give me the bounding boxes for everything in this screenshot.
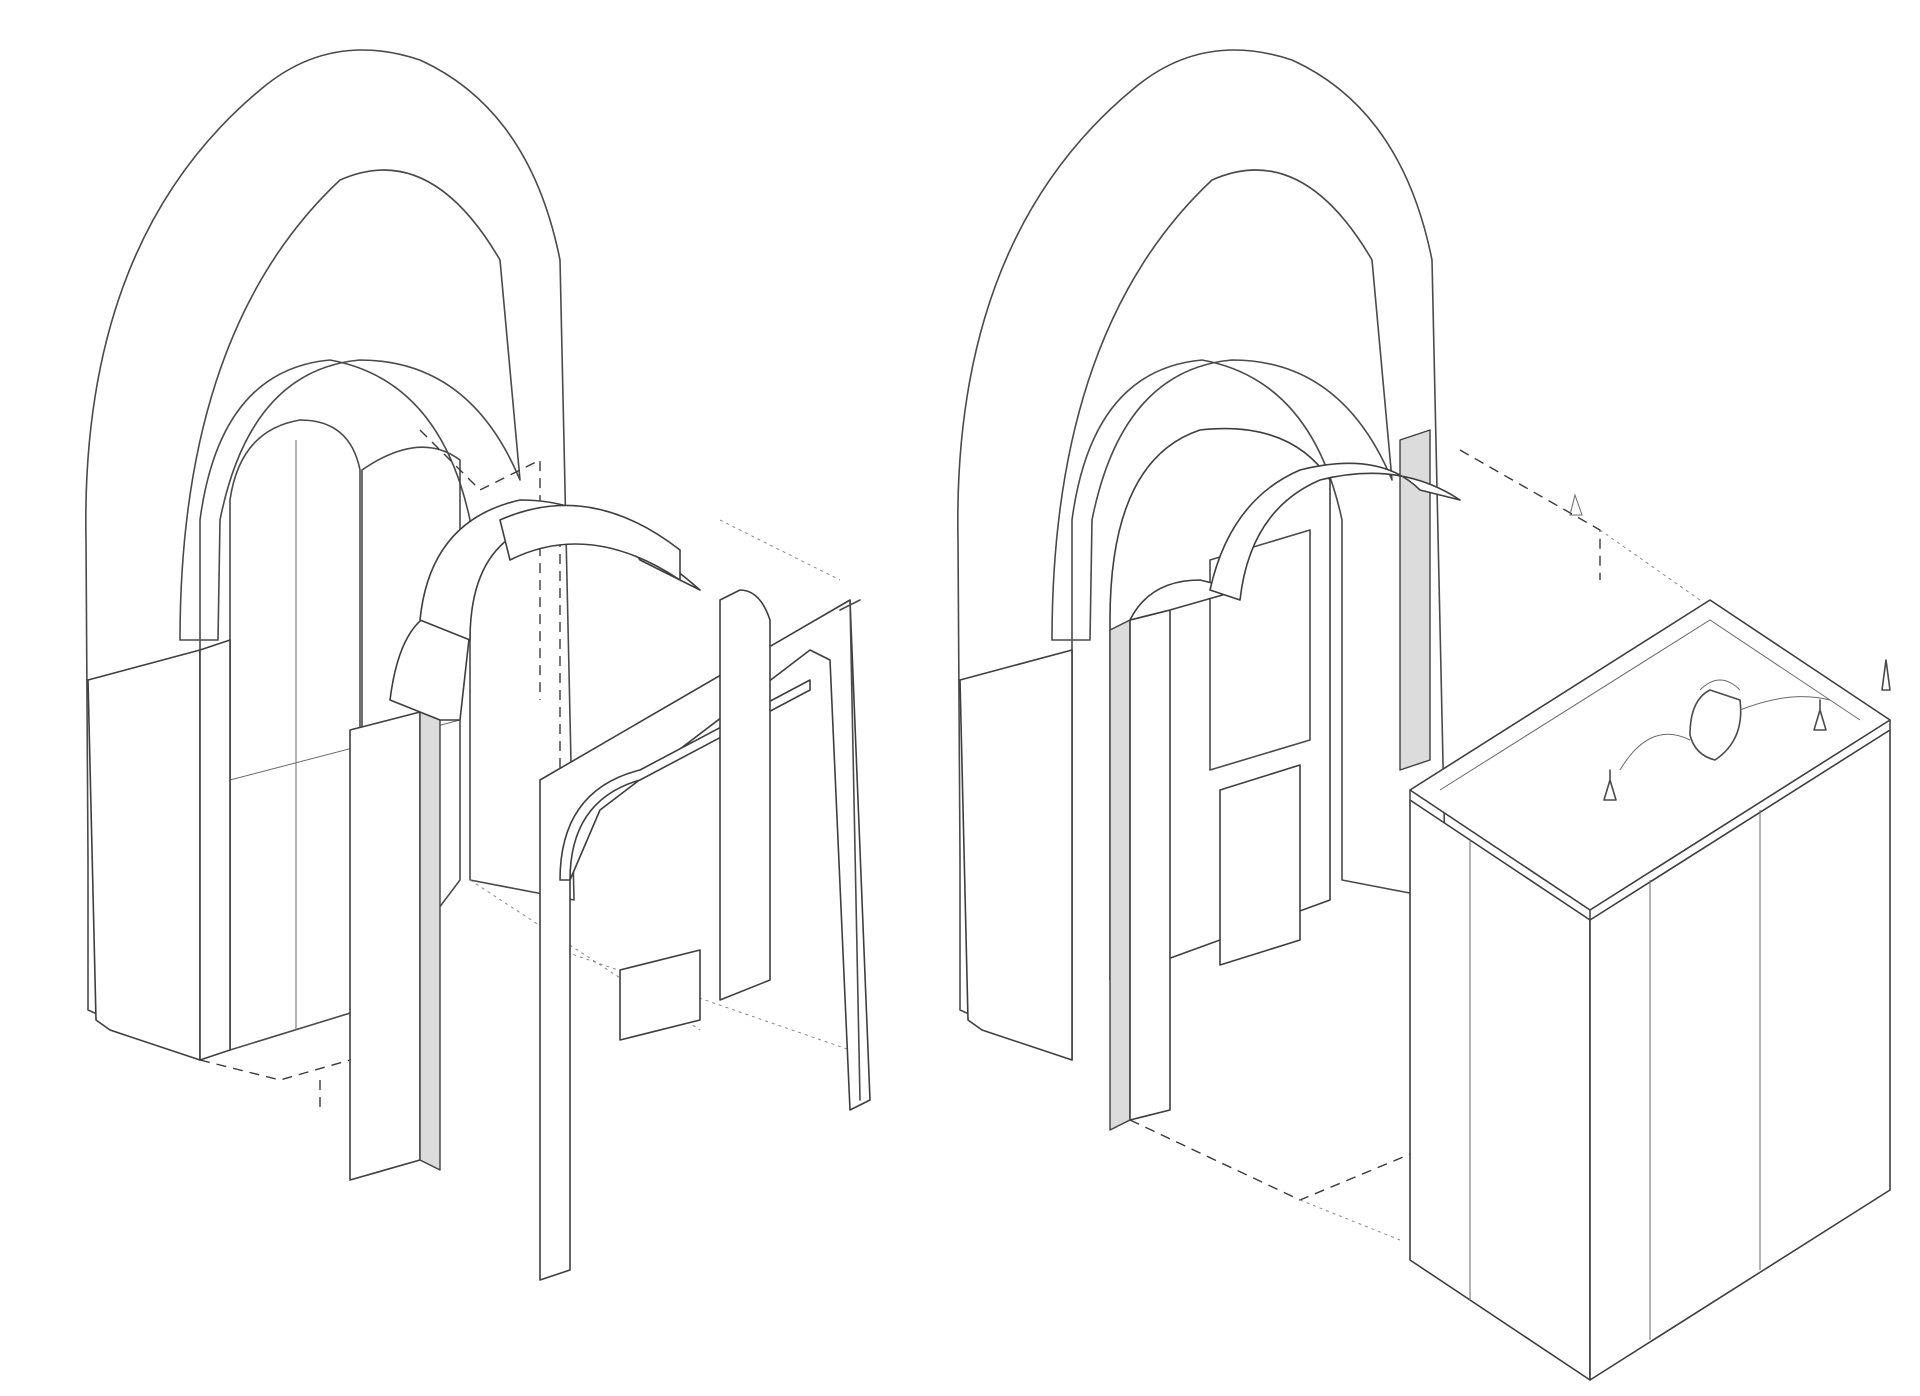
projection-lines [469, 519, 851, 1051]
door-jamb [199, 639, 231, 1061]
masonry-wall [87, 649, 201, 1061]
arch-frame-return [719, 589, 771, 1001]
box-cornice-edges [1409, 719, 1891, 921]
masonry-wall-right [959, 649, 1073, 1061]
carved-arch-outer [85, 49, 575, 1061]
jamb-shade-right [1109, 619, 1131, 1131]
jamb-piece-top [389, 609, 471, 721]
finial-corner [1881, 659, 1891, 691]
crest-ornament [1619, 679, 1831, 771]
arch-frame-outer [539, 599, 871, 1281]
lattice-door [229, 419, 361, 1051]
finial-right [1813, 699, 1827, 731]
tympanum-band [179, 169, 521, 641]
vault-cap [499, 504, 681, 581]
vault-soffit [419, 499, 701, 641]
finial-marker [1569, 493, 1583, 516]
lattice-door-upper-right [1209, 529, 1311, 771]
carved-arch-outer-right [957, 49, 1447, 1061]
tympanum-band-right [1051, 169, 1393, 641]
jamb-shade-right-far [1399, 429, 1431, 771]
box-front-face [1589, 729, 1891, 1381]
box-cornice-line [1439, 619, 1861, 791]
arch-frame-edge [839, 599, 861, 1101]
jamb-face-right [1129, 609, 1171, 1121]
finial-left [1603, 769, 1617, 801]
jamb-piece-front [349, 711, 421, 1181]
jamb-piece-side [419, 711, 441, 1171]
figure-right [957, 49, 1891, 1381]
arch-frame-inner-block [619, 949, 701, 1041]
vault-soffit-right [1209, 462, 1461, 601]
figure-left [85, 49, 871, 1281]
box-pilasters [1469, 810, 1761, 1340]
door-lower-panel-right [1219, 764, 1301, 966]
